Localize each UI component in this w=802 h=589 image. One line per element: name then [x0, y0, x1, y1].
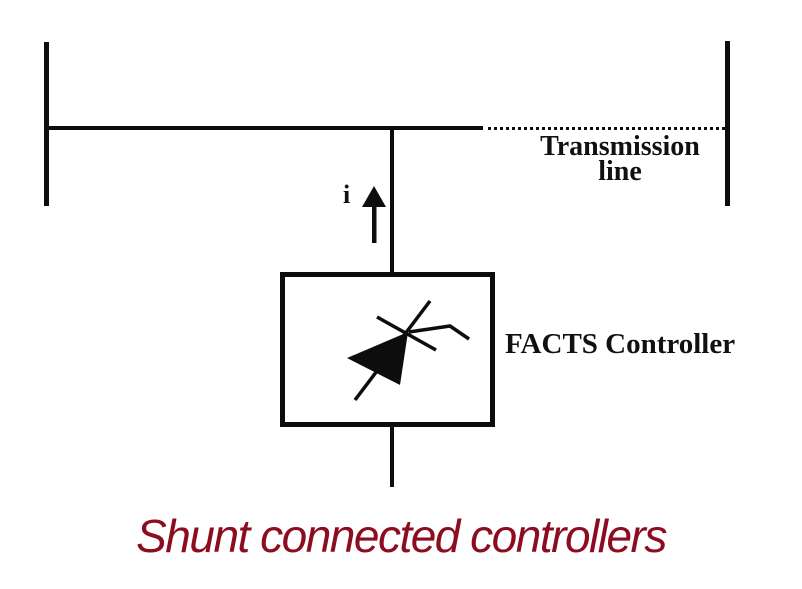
facts-controller-label: FACTS Controller — [505, 328, 736, 360]
transmission-line-dotted — [488, 127, 727, 130]
transmission-line-solid — [46, 126, 483, 130]
current-label: i — [343, 180, 351, 209]
transmission-line-label-line1: Transmission — [540, 131, 700, 162]
transmission-line-label: Transmission line — [528, 131, 712, 187]
diagram-caption: Shunt connected controllers — [136, 510, 667, 562]
transmission-line-label-line2: line — [598, 156, 642, 187]
left-bus-bar — [44, 42, 49, 206]
ground-stub-line — [390, 425, 394, 487]
thyristor-icon — [347, 299, 470, 402]
arrow-up-icon — [362, 186, 386, 243]
right-bus-bar — [725, 41, 730, 206]
shunt-connector-line — [390, 126, 394, 276]
